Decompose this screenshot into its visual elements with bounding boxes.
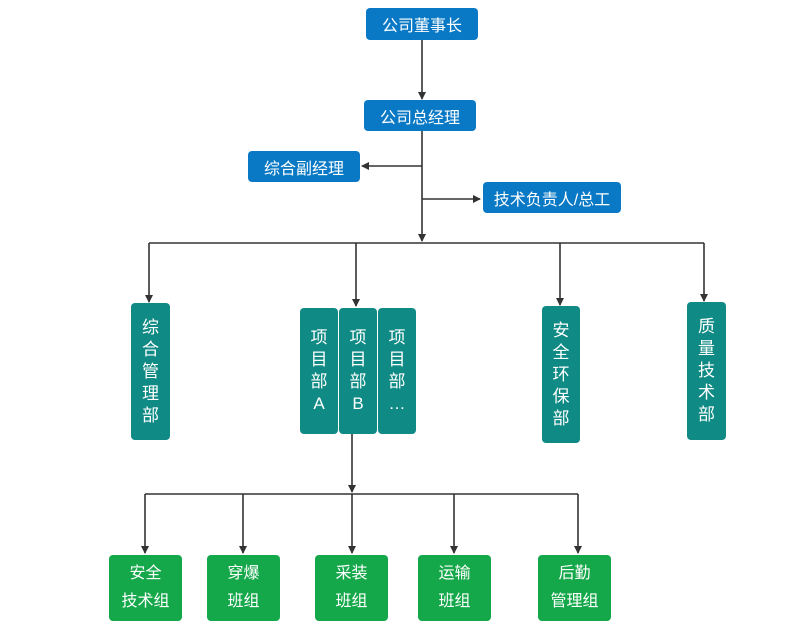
node-general-manager: 公司总经理 bbox=[364, 100, 476, 131]
node-team-transport: 运输 班组 bbox=[418, 555, 491, 621]
node-team-logistics: 后勤 管理组 bbox=[538, 555, 611, 621]
node-project-a: 项 目 部 A bbox=[300, 308, 338, 434]
node-project-b: 项 目 部 B bbox=[339, 308, 377, 434]
node-project-more: 项 目 部 … bbox=[378, 308, 416, 434]
node-chairman: 公司董事长 bbox=[366, 8, 478, 40]
node-safety-env-dept: 安 全 环 保 部 bbox=[542, 306, 580, 443]
node-tech-lead: 技术负责人/总工 bbox=[483, 182, 621, 213]
node-quality-tech-dept: 质 量 技 术 部 bbox=[687, 302, 726, 440]
node-general-admin-dept: 综 合 管 理 部 bbox=[131, 303, 170, 440]
node-team-blasting: 穿爆 班组 bbox=[207, 555, 280, 621]
node-deputy-manager: 综合副经理 bbox=[248, 151, 360, 182]
node-team-loading: 采装 班组 bbox=[315, 555, 388, 621]
node-team-safety-tech: 安全 技术组 bbox=[109, 555, 182, 621]
